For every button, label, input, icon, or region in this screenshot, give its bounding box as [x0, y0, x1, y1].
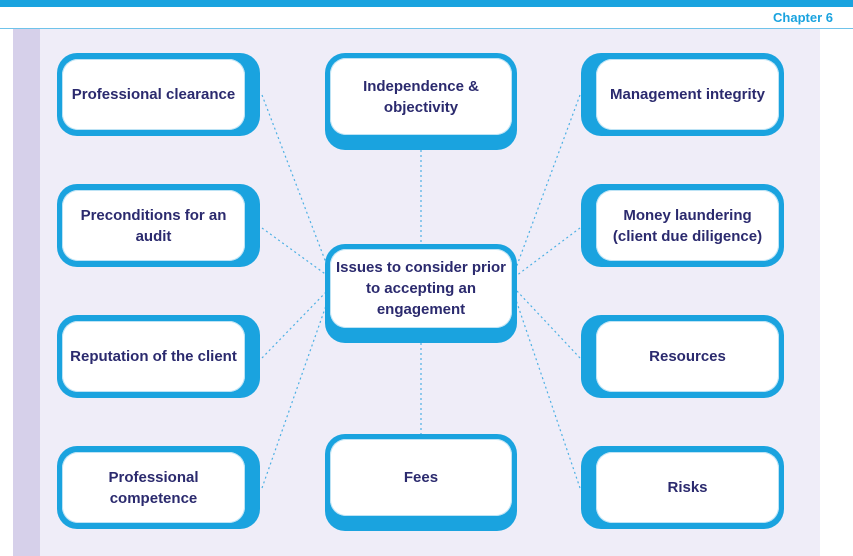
- central-label: Issues to consider prior to accepting an…: [330, 249, 512, 328]
- connector-resources: [515, 289, 581, 359]
- node-central-issues: Issues to consider prior to accepting an…: [325, 244, 517, 343]
- node-resources: Resources: [581, 315, 784, 398]
- node-professional-clearance: Professional clearance: [57, 53, 260, 136]
- node-label: Independence & objectivity: [330, 58, 512, 135]
- node-label: Fees: [330, 439, 512, 516]
- node-reputation-of-client: Reputation of the client: [57, 315, 260, 398]
- node-fees: Fees: [325, 434, 517, 531]
- header-bar: [0, 0, 853, 7]
- node-risks: Risks: [581, 446, 784, 529]
- node-label: Risks: [596, 452, 779, 523]
- connector-preconditions: [261, 227, 329, 277]
- node-label: Management integrity: [596, 59, 779, 130]
- header-divider: [0, 28, 853, 29]
- node-label: Professional clearance: [62, 59, 245, 130]
- node-label: Preconditions for an audit: [62, 190, 245, 261]
- connector-professional-clearance: [261, 94, 329, 269]
- node-label: Reputation of the client: [62, 321, 245, 392]
- connector-management-integrity: [515, 94, 581, 269]
- connector-reputation: [261, 289, 329, 359]
- node-preconditions-for-audit: Preconditions for an audit: [57, 184, 260, 267]
- node-management-integrity: Management integrity: [581, 53, 784, 136]
- node-professional-competence: Professional competence: [57, 446, 260, 529]
- node-label: Money laundering (client due diligence): [596, 190, 779, 261]
- node-independence-objectivity: Independence & objectivity: [325, 53, 517, 150]
- connector-money-laundering: [515, 227, 581, 277]
- node-label: Resources: [596, 321, 779, 392]
- connector-competence: [261, 299, 329, 489]
- node-label: Professional competence: [62, 452, 245, 523]
- left-margin-strip: [13, 29, 40, 556]
- node-money-laundering: Money laundering (client due diligence): [581, 184, 784, 267]
- connector-risks: [515, 299, 581, 489]
- chapter-label: Chapter 6: [773, 10, 833, 25]
